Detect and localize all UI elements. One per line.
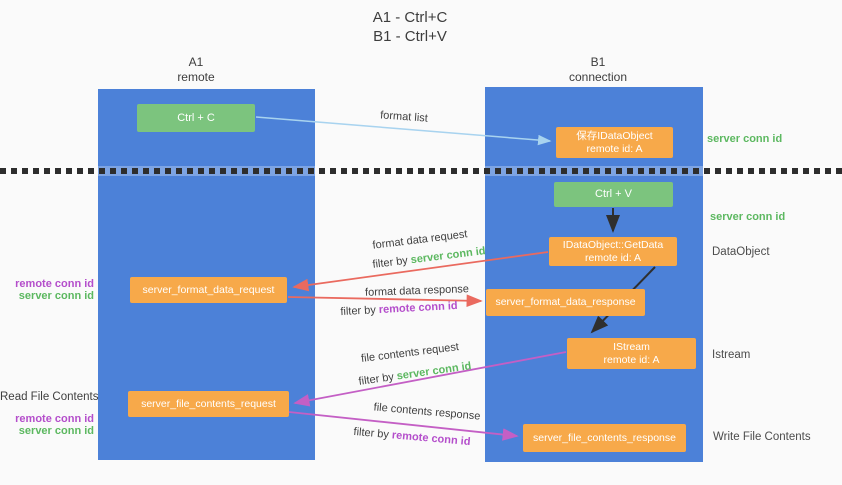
left-column-header: A1 remote (126, 55, 266, 85)
save-idataobject-box: 保存IDataObject remote id: A (556, 127, 673, 158)
remote-conn-id-text: remote conn id (391, 429, 471, 449)
remote-conn-id-side-label-lower: remote conn id (15, 413, 94, 425)
left-column-subtitle: remote (177, 70, 215, 84)
server-conn-id-text: server conn id (395, 360, 473, 383)
server-conn-id-side-label-upper: server conn id (18, 290, 94, 302)
istream-line1: IStream (613, 340, 650, 353)
dataobject-side-label: DataObject (712, 246, 770, 258)
read-file-contents-label: Read File Contents (0, 391, 99, 403)
server-conn-id-side-label-mid: server conn id (710, 211, 786, 223)
filter-by-text: filter by (357, 371, 395, 388)
left-column-name: A1 (188, 55, 204, 69)
server-format-data-request-label: server_format_data_request (142, 283, 275, 296)
server-file-contents-request-label: server_file_contents_request (141, 397, 276, 410)
server-conn-id-text: server conn id (410, 245, 487, 267)
server-format-data-response-box: server_format_data_response (486, 289, 645, 316)
filter-by-server-conn-id-label-2: filter byserver conn id (358, 360, 472, 388)
file-contents-response-label: file contents response (373, 401, 481, 423)
server-format-data-response-label: server_format_data_response (495, 296, 636, 308)
server-format-data-request-box: server_format_data_request (130, 277, 287, 303)
server-file-contents-response-label: server_file_contents_response (532, 431, 676, 444)
ctrl-v-label: Ctrl + V (595, 188, 632, 200)
save-idataobject-line1: 保存IDataObject (576, 129, 653, 142)
file-contents-request-label: file contents request (360, 341, 460, 365)
remote-conn-id-side-label-upper: remote conn id (15, 278, 94, 290)
server-file-contents-response-box: server_file_contents_response (523, 424, 686, 452)
filter-by-text: filter by (371, 254, 409, 271)
title-line-2: B1 - Ctrl+V (373, 28, 447, 45)
getdata-line1: IDataObject::GetData (562, 238, 664, 251)
save-idataobject-line2: remote id: A (586, 142, 643, 155)
server-file-contents-request-box: server_file_contents_request (128, 391, 289, 417)
filter-by-text: filter by (340, 304, 377, 319)
ctrl-c-box: Ctrl + C (137, 104, 255, 132)
dashed-separator-line (0, 168, 842, 174)
right-column-name: B1 (590, 55, 606, 69)
istream-line2: remote id: A (603, 353, 660, 366)
idataobject-getdata-box: IDataObject::GetData remote id: A (549, 237, 677, 266)
getdata-line2: remote id: A (584, 251, 642, 264)
title-line-1: A1 - Ctrl+C (372, 9, 448, 26)
format-list-label: format list (379, 109, 429, 125)
ctrl-v-box: Ctrl + V (554, 182, 673, 207)
filter-by-text: filter by (353, 425, 390, 441)
server-conn-id-side-label-top: server conn id (707, 133, 783, 145)
ctrl-c-label: Ctrl + C (177, 111, 215, 124)
diagram-title: A1 - Ctrl+C B1 - Ctrl+V (310, 8, 510, 46)
right-column-header: B1 connection (528, 55, 668, 85)
format-data-response-label: format data response (364, 283, 470, 299)
istream-side-label: Istream (712, 349, 751, 361)
server-conn-id-side-label-lower: server conn id (18, 425, 94, 437)
write-file-contents-label: Write File Contents (713, 431, 811, 443)
remote-conn-id-text: remote conn id (378, 299, 458, 317)
right-column-subtitle: connection (568, 70, 628, 84)
istream-box: IStream remote id: A (567, 338, 696, 369)
